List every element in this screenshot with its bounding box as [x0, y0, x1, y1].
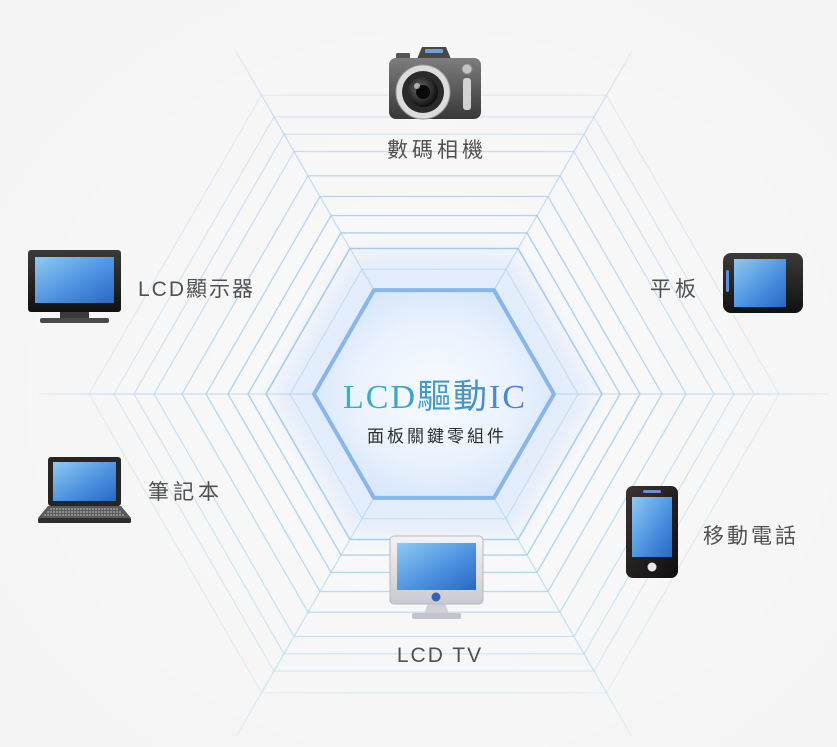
camera-label: 數碼相機	[387, 139, 487, 162]
center-hexagon	[312, 288, 556, 500]
camera-viewfinder-glass	[425, 49, 443, 53]
tv-base	[412, 613, 461, 619]
monitor-label: LCD顯示器	[138, 278, 255, 301]
web-spoke	[493, 497, 633, 737]
phone-speaker	[643, 490, 661, 493]
mobile-phone-icon	[626, 486, 678, 578]
tv-label: LCD TV	[397, 644, 483, 667]
monitor-icon	[28, 250, 121, 323]
camera-lens-center	[416, 85, 430, 99]
web-spoke	[235, 51, 375, 291]
monitor-base	[40, 318, 109, 323]
tablet-screen	[734, 259, 786, 307]
laptop-screen	[53, 462, 116, 501]
tv-screen	[397, 543, 476, 590]
center-subtitle-group: 面板關鍵零組件	[367, 427, 507, 446]
tv-neck	[424, 603, 449, 614]
camera-grip	[463, 78, 471, 110]
center-subtitle: 面板關鍵零組件	[367, 427, 507, 446]
web-spoke	[235, 497, 375, 737]
phone-label: 移動電話	[703, 525, 799, 548]
tablet-side-button	[726, 270, 729, 292]
phone-screen	[632, 497, 672, 557]
node-labels: 數碼相機 LCD顯示器 平板 筆記本 移動電話 LCD TV	[138, 139, 799, 667]
camera-flash	[461, 63, 473, 75]
tv-logo	[431, 592, 441, 602]
phone-home-button	[647, 562, 657, 572]
camera-lens-highlight	[414, 83, 420, 89]
camera-icon	[389, 47, 481, 120]
web-spoke	[493, 51, 633, 291]
monitor-screen	[35, 257, 114, 303]
hexagon-web	[39, 51, 829, 737]
laptop-base	[38, 518, 131, 523]
monitor-neck	[60, 312, 89, 318]
tablet-label: 平板	[650, 278, 700, 301]
laptop-label: 筆記本	[148, 481, 223, 504]
tv-icon	[389, 535, 484, 619]
laptop-icon	[38, 457, 131, 523]
center-title: LCD驅動IC	[343, 379, 527, 416]
tablet-icon	[723, 253, 803, 313]
